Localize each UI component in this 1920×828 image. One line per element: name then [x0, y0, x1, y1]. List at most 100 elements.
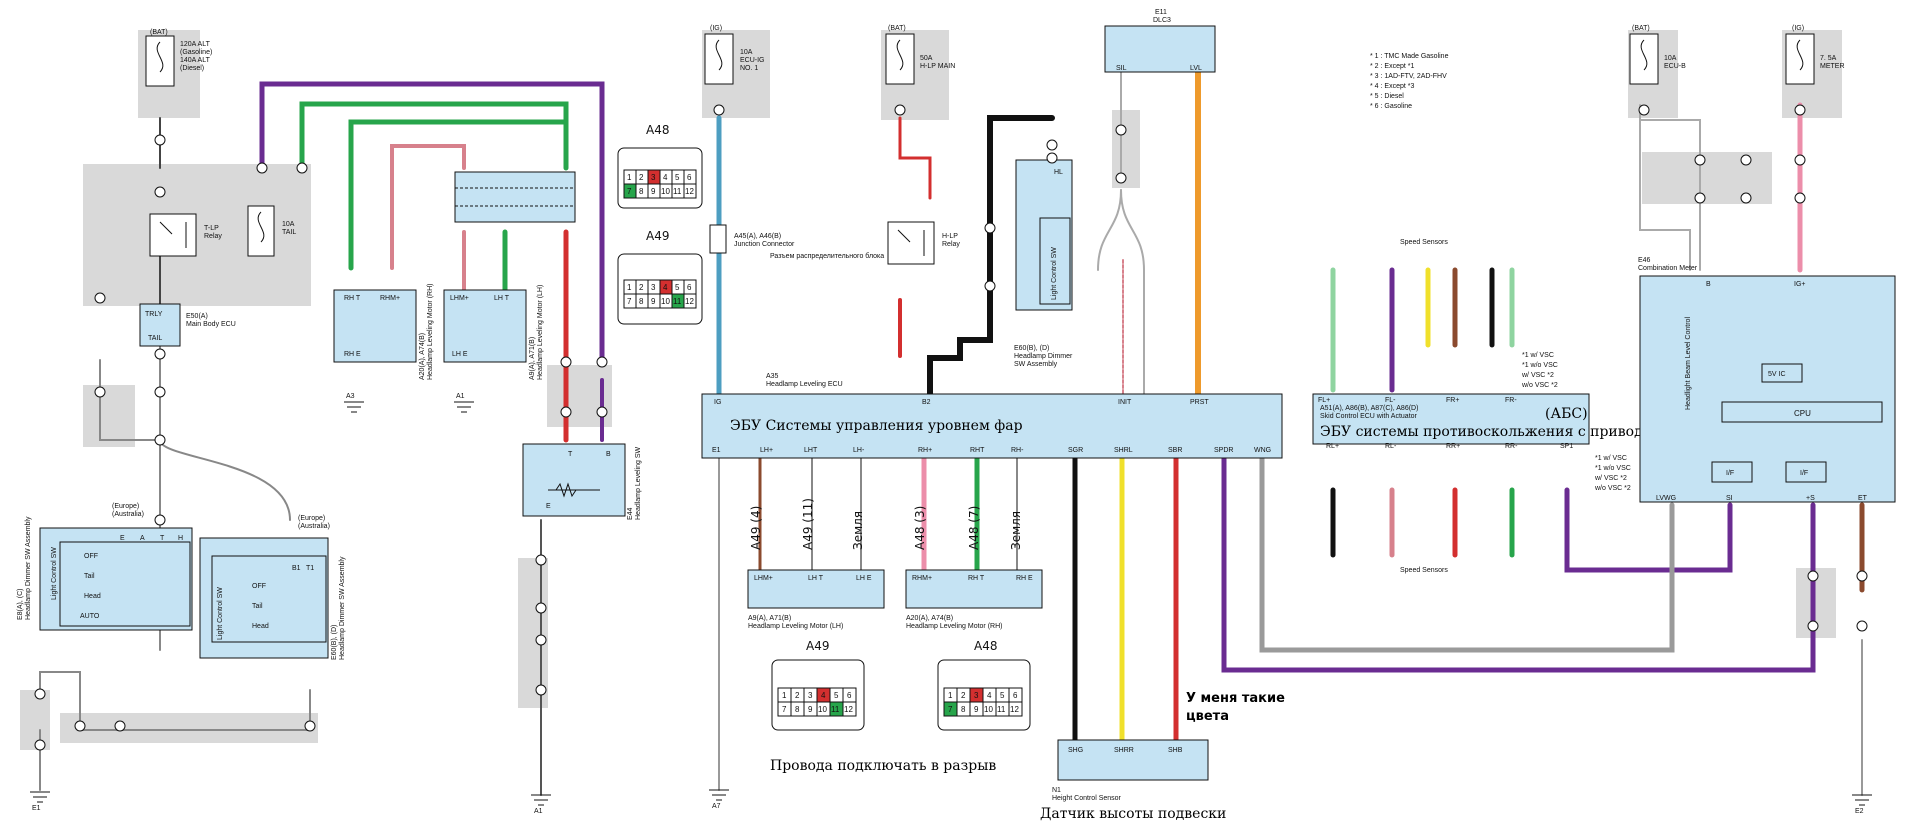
- svg-text:SHB: SHB: [1168, 747, 1183, 754]
- svg-text:(Australia): (Australia): [112, 511, 144, 518]
- svg-text:* 2 : Except *1: * 2 : Except *1: [1370, 63, 1414, 70]
- svg-text:T-LP: T-LP: [204, 225, 219, 232]
- svg-text:Skid Control ECU with Actuator: Skid Control ECU with Actuator: [1320, 413, 1418, 420]
- svg-text:10: 10: [661, 187, 670, 196]
- svg-text:9: 9: [808, 705, 813, 714]
- svg-text:E60(B), (D): E60(B), (D): [331, 625, 338, 660]
- svg-text:RR-: RR-: [1505, 443, 1518, 450]
- svg-text:T: T: [568, 451, 573, 458]
- region-labels: (Europe) (Australia) (Europe) (Australia…: [112, 503, 330, 530]
- svg-text:6: 6: [847, 691, 852, 700]
- svg-text:A48 (7): A48 (7): [967, 506, 981, 550]
- svg-text:5: 5: [675, 283, 680, 292]
- svg-text:(Europe): (Europe): [112, 503, 139, 510]
- svg-text:SPDR: SPDR: [1214, 447, 1233, 454]
- svg-text:2: 2: [639, 173, 644, 182]
- svg-text:Speed Sensors: Speed Sensors: [1400, 239, 1448, 246]
- svg-text:7: 7: [627, 297, 632, 306]
- svg-text:A35: A35: [766, 373, 779, 380]
- svg-text:3: 3: [808, 691, 813, 700]
- svg-text:RH T: RH T: [344, 295, 361, 302]
- svg-text:A20(A), A74(B): A20(A), A74(B): [419, 333, 426, 380]
- svg-text:Relay: Relay: [942, 241, 960, 248]
- svg-text:E44: E44: [627, 507, 634, 520]
- motor-lh-top: LHM+ LH T LH E A9(A), A71(B) Headlamp Le…: [443, 285, 544, 380]
- fuse-meter: [1785, 33, 1815, 85]
- headlamp-leveling-sw: T B E E44 Headlamp Leveling SW: [522, 443, 642, 520]
- svg-text:8: 8: [639, 187, 644, 196]
- svg-text:8: 8: [961, 705, 966, 714]
- svg-text:SGR: SGR: [1068, 447, 1083, 454]
- connector-a49-top: A49 1 2 3 4 5 6 7 8 9 10 11 12: [617, 229, 703, 325]
- wire-red-hlp: [898, 116, 932, 200]
- svg-text:1: 1: [782, 691, 787, 700]
- svg-text:+S: +S: [1806, 495, 1815, 502]
- svg-text:SW Assembly: SW Assembly: [1014, 361, 1058, 368]
- svg-text:(АБС): (АБС): [1545, 406, 1588, 422]
- svg-text:FL+: FL+: [1318, 397, 1330, 404]
- svg-text:(BAT): (BAT): [1632, 25, 1650, 32]
- svg-text:* 6 : Gasoline: * 6 : Gasoline: [1370, 103, 1412, 110]
- svg-text:6: 6: [687, 283, 692, 292]
- svg-text:A9(A), A71(B): A9(A), A71(B): [529, 337, 536, 380]
- svg-text:w/ VSC *2: w/ VSC *2: [1521, 372, 1554, 379]
- svg-text:(Diesel): (Diesel): [180, 65, 204, 72]
- svg-text:LHT: LHT: [804, 447, 818, 454]
- svg-text:3: 3: [651, 173, 656, 182]
- svg-text:E1: E1: [32, 805, 41, 812]
- wire-left-w5: [159, 439, 291, 521]
- svg-text:LH T: LH T: [494, 295, 510, 302]
- headlamp-leveling-ecu: A35 Headlamp Leveling ECU ЭБУ Системы уп…: [701, 373, 1283, 459]
- svg-text:5: 5: [834, 691, 839, 700]
- svg-text:10: 10: [818, 705, 827, 714]
- svg-text:B2: B2: [922, 399, 931, 406]
- wire-violet-top: [259, 81, 605, 368]
- svg-text:У меня такие: У меня такие: [1186, 691, 1285, 706]
- dimmer-top: HL Light Control SW E60(B), (D) Headlamp…: [1014, 159, 1073, 368]
- svg-text:RHT: RHT: [970, 447, 985, 454]
- svg-text:11: 11: [673, 187, 682, 196]
- fuse-alt: [145, 35, 175, 87]
- svg-text:Light Control SW: Light Control SW: [51, 547, 58, 600]
- svg-text:SI: SI: [1726, 495, 1733, 502]
- wire-spdr: [1221, 452, 1816, 673]
- svg-text:Headlight Beam Level Control: Headlight Beam Level Control: [1685, 317, 1692, 410]
- svg-text:AUTO: AUTO: [80, 613, 100, 620]
- svg-text:5: 5: [1000, 691, 1005, 700]
- svg-text:FR+: FR+: [1446, 397, 1459, 404]
- dlc3: E11 DLC3 SIL LVL: [1104, 9, 1216, 73]
- svg-text:Headlamp Dimmer SW Assembly: Headlamp Dimmer SW Assembly: [25, 516, 32, 620]
- svg-text:H-LP MAIN: H-LP MAIN: [920, 63, 955, 70]
- svg-text:4: 4: [663, 173, 668, 182]
- motor-lh-bottom: LHM+ LH T LH E A9(A), A71(B) Headlamp Le…: [747, 569, 885, 630]
- height-control-sensor: SHG SHRR SHB N1 Height Control Sensor Да…: [1040, 739, 1226, 822]
- svg-text:Headlamp Dimmer SW Assembly: Headlamp Dimmer SW Assembly: [339, 556, 346, 660]
- svg-text:E: E: [546, 503, 551, 510]
- main-body-ecu: TRLY TAIL E50(A) Main Body ECU: [139, 303, 236, 347]
- svg-text:2: 2: [639, 283, 644, 292]
- svg-text:(Europe): (Europe): [298, 515, 325, 522]
- svg-text:NO. 1: NO. 1: [740, 65, 758, 72]
- skid-control-ecu: Speed Sensors FL+ FL- FR+ FR- A51(A), A8…: [1312, 239, 1662, 574]
- svg-text:FR-: FR-: [1505, 397, 1517, 404]
- ecu-bottom-pins: E1 LH+ LHT LH- RH+ RHT RH- SGR SHRL SBR …: [712, 447, 1271, 454]
- svg-text:A: A: [140, 535, 145, 542]
- svg-text:(IG): (IG): [1792, 25, 1804, 32]
- svg-text:RHM+: RHM+: [912, 575, 932, 582]
- svg-text:2: 2: [961, 691, 966, 700]
- svg-text:120A ALT: 120A ALT: [180, 41, 211, 48]
- svg-text:A51(A), A86(B), A87(C), A86(D): A51(A), A86(B), A87(C), A86(D): [1320, 405, 1418, 412]
- svg-text:50A: 50A: [920, 55, 933, 62]
- svg-text:(BAT): (BAT): [888, 25, 906, 32]
- svg-text:(IG): (IG): [710, 25, 722, 32]
- svg-text:E: E: [120, 535, 125, 542]
- svg-text:RH-: RH-: [1011, 447, 1024, 454]
- wire-pink-1: [390, 144, 466, 270]
- svg-text:Headlamp Leveling Motor (LH): Headlamp Leveling Motor (LH): [748, 623, 843, 630]
- svg-text:10: 10: [661, 297, 670, 306]
- svg-text:E46: E46: [1638, 257, 1651, 264]
- svg-text:SP1: SP1: [1560, 443, 1573, 450]
- notes: * 1 : TMC Made Gasoline * 2 : Except *1 …: [1370, 53, 1449, 110]
- svg-text:TRLY: TRLY: [145, 311, 163, 318]
- svg-text:SBR: SBR: [1168, 447, 1182, 454]
